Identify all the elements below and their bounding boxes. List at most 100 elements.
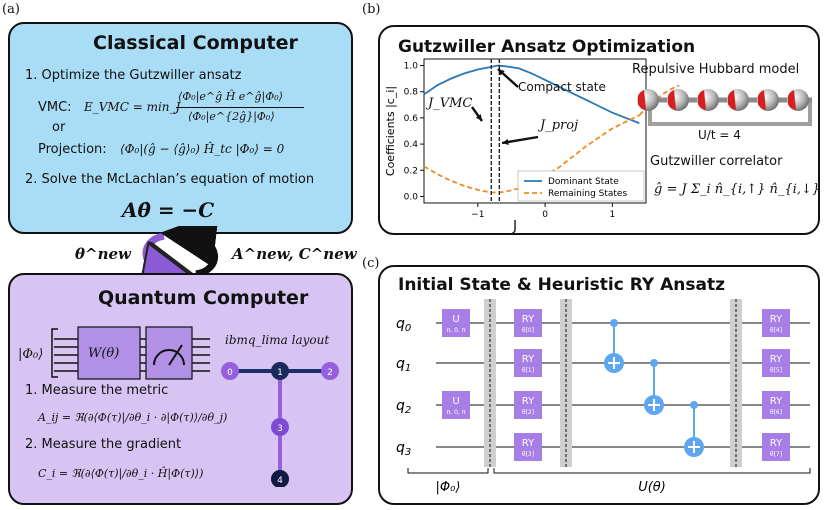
classical-step1: 1. Optimize the Gutzwiller ansatz (25, 68, 242, 83)
measure-gate (145, 326, 193, 380)
or-label: or (52, 120, 66, 135)
u-gate-q0 (442, 309, 470, 337)
classical-computer-box: Classical Computer 1. Optimize the Gutzw… (8, 22, 353, 234)
ry-gate-left-3 (514, 433, 542, 461)
ry-gate-right-3 (762, 433, 790, 461)
metric-equation: A_ij = ℜ(∂⟨Φ(τ)|/∂θ_i · ∂|Φ(τ)⟩/∂θ_j) (38, 411, 228, 424)
compact-state-label: Compact state (518, 80, 606, 94)
x-tick-label: 1 (609, 210, 615, 220)
ry-gate-left-2-param: θ[2] (522, 409, 534, 416)
qubit-label-0: 0 (227, 368, 233, 378)
plot-frame (423, 58, 647, 204)
phi0-label: |Φ₀⟩ (436, 480, 461, 495)
ry-gate-left-0-label: RY (522, 314, 535, 325)
ac-new-label: A^new, C^new (232, 245, 357, 263)
y-tick-label: 0.8 (404, 88, 419, 98)
ry-gate-right-1-label: RY (770, 354, 783, 365)
vmc-denominator: ⟨Φ₀|e^{2ĝ}|Φ₀⟩ (188, 110, 275, 123)
jproj-arrow-head (502, 138, 509, 145)
layout-title: ibmq_lima layout (225, 333, 330, 347)
y-tick-label: 0.6 (404, 114, 419, 124)
circuit-title: Initial State & Heuristic RY Ansatz (398, 275, 725, 295)
hubbard-label: Repulsive Hubbard model (632, 62, 800, 77)
ry-gate-left-1-label: RY (522, 354, 535, 365)
quantum-circuit-icon (51, 326, 210, 380)
classical-step2: 2. Solve the McLachlan’s equation of mot… (25, 172, 315, 187)
remaining-extension (638, 84, 680, 116)
correlator-equation: ĝ = J Σ_i n̂_{i,↑} n̂_{i,↓} (654, 182, 821, 197)
u-gate-q0-label: U (452, 314, 459, 325)
barrier-2 (730, 299, 742, 467)
ry-gate-right-1 (762, 349, 790, 377)
u-gate-q2-param: π, 0, π (447, 409, 466, 416)
barrier-1 (560, 299, 572, 467)
gradient-equation: C_i = ℜ(∂⟨Φ(τ)|/∂θ_i · Ĥ|Φ(τ)⟩) (38, 467, 204, 480)
y-tick-label: 0.4 (404, 140, 419, 150)
x-axis-label: J (512, 219, 517, 234)
series-line-0 (423, 64, 640, 124)
quantum-title: Quantum Computer (98, 287, 309, 309)
ry-gate-left-0 (514, 309, 542, 337)
classical-title: Classical Computer (93, 32, 298, 54)
x-tick-label: 0 (542, 210, 548, 220)
wire-label-q1: q1 (396, 356, 411, 374)
projection-eq: ⟨Φ₀|(ĝ − ⟨ĝ⟩₀) Ĥ_tc |Φ₀⟩ = 0 (120, 142, 285, 156)
y-tick-label: 1.0 (404, 62, 419, 72)
ry-gate-left-2 (514, 391, 542, 419)
panel-a-label: (a) (2, 2, 20, 17)
cnot-01-control (610, 319, 618, 327)
ry-gate-left-0-param: θ[0] (522, 327, 534, 334)
initial-ket: |Φ₀⟩ (18, 347, 44, 362)
ut-label: U/t = 4 (698, 128, 741, 142)
wire-label-q3: q3 (396, 440, 411, 458)
ry-gate-left-3-param: θ[3] (522, 451, 534, 458)
ry-gate-right-3-label: RY (770, 438, 783, 449)
downward-arrow (146, 232, 170, 274)
u-gate-q2-label: U (452, 396, 459, 407)
ry-gate-left-1 (514, 349, 542, 377)
wire-label-q0: q0 (396, 316, 411, 334)
cycle-arrows (130, 226, 220, 284)
upward-arrow (160, 226, 220, 278)
meter-needle (168, 344, 183, 366)
x-tick-label: −1 (471, 210, 484, 220)
vmc-eq-lhs: E_VMC = min_J (84, 100, 181, 114)
correlator-label: Gutzwiller correlator (650, 154, 783, 169)
vmc-fraction-bar (176, 107, 304, 108)
qubit-node-0 (221, 362, 239, 380)
gutzwiller-title: Gutzwiller Ansatz Optimization (398, 37, 696, 57)
qubit-node-1 (271, 362, 289, 380)
cnot-12-control (650, 359, 658, 367)
jvmc-label: J_VMC (428, 96, 473, 111)
barrier-0 (484, 299, 496, 467)
legend-label-0: Dominant State (548, 177, 619, 187)
lattice-sites (637, 89, 809, 111)
jproj-label: J_proj (540, 118, 579, 133)
qubit-node-2 (321, 362, 339, 380)
ry-gate-right-3-param: θ[7] (770, 451, 782, 458)
ry-gate-right-0 (762, 309, 790, 337)
legend-box (517, 170, 645, 202)
u-gate-q0-param: π, 0, π (447, 327, 466, 334)
y-tick-label: 0.2 (404, 166, 418, 176)
projection-label: Projection: (38, 142, 107, 157)
legend-label-1: Remaining States (548, 189, 627, 199)
panel-c-label: (c) (362, 256, 380, 271)
w-gate-label: W(θ) (88, 346, 120, 361)
ry-gate-left-3-label: RY (522, 438, 535, 449)
u-gate-q2 (442, 391, 470, 419)
qubit-node-3 (271, 418, 289, 436)
ry-gate-right-1-param: θ[5] (770, 367, 782, 374)
ry-gate-right-2-param: θ[6] (770, 409, 782, 416)
jvmc-arrow-head (475, 114, 482, 121)
ry-gate-left-2-label: RY (522, 396, 535, 407)
u-theta-label: U(θ) (638, 480, 666, 495)
phi0-bracket (407, 468, 489, 474)
hubbard-chain (637, 89, 812, 126)
y-tick-label: 0.0 (404, 192, 419, 202)
circuit-box: Initial State & Heuristic RY Ansatz (378, 265, 820, 505)
wire-label-q2: q2 (396, 398, 411, 416)
quantum-computer-box: Quantum Computer |Φ₀⟩ W(θ) ibmq_lima lay… (8, 273, 353, 505)
